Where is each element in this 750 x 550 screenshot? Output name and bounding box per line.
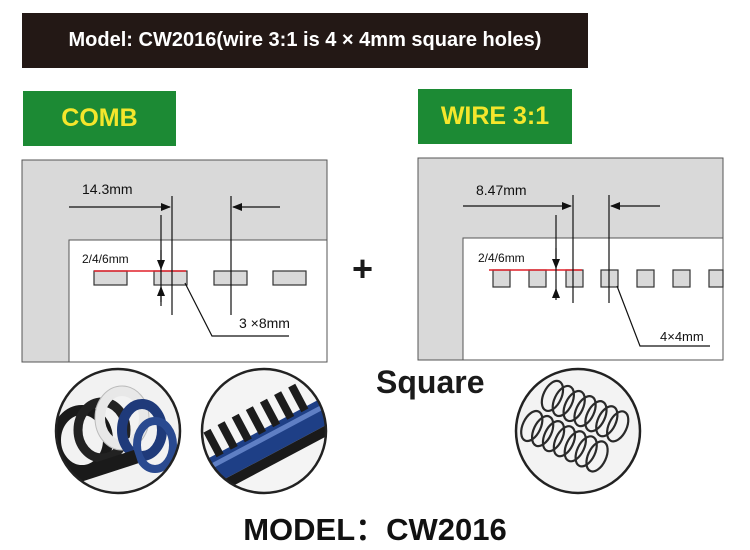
square-label: Square	[376, 364, 485, 400]
comb-hole	[93, 270, 128, 286]
wire-label: WIRE 3:1	[440, 102, 550, 130]
wire-paper	[462, 237, 724, 361]
comb-hole	[153, 270, 188, 286]
model-footer: MODEL：CW2016	[243, 512, 507, 547]
wire-hole-leader	[616, 285, 710, 347]
comb-margin-text: 2/4/6mm	[82, 252, 129, 266]
wire-hole	[528, 269, 547, 288]
wire-hole	[636, 269, 655, 288]
comb-hole	[272, 270, 307, 286]
wire-label-box: WIRE 3:1	[418, 89, 572, 144]
comb-bindings-photo	[54, 367, 182, 495]
wire-diagram: 8.47mm 2/4/6mm 4×4mm	[417, 157, 724, 361]
wire-margin-text: 2/4/6mm	[478, 251, 525, 265]
wire-pitch-text: 8.47mm	[476, 182, 527, 198]
comb-label: COMB	[61, 104, 138, 132]
model-banner: Model: CW2016(wire 3:1 is 4 × 4mm square…	[22, 13, 588, 68]
comb-label-box: COMB	[23, 91, 176, 146]
wire-bindings-photo	[514, 367, 642, 495]
comb-pitch-text: 14.3mm	[82, 181, 133, 197]
wire-hole	[492, 269, 511, 288]
wire-hole	[708, 269, 724, 288]
plus-sign: +	[352, 248, 374, 289]
comb-closeup-photo	[200, 367, 328, 495]
model-banner-text: Model: CW2016(wire 3:1 is 4 × 4mm square…	[68, 29, 542, 51]
comb-hole-size-text: 3 ×8mm	[239, 315, 290, 331]
comb-diagram: 14.3mm 2/4/6mm 3 ×8mm	[21, 159, 328, 363]
comb-hole-leader	[184, 282, 289, 337]
wire-hole-size-text: 4×4mm	[660, 329, 704, 344]
wire-hole	[672, 269, 691, 288]
wire-hole	[565, 269, 584, 288]
comb-paper	[68, 239, 328, 363]
